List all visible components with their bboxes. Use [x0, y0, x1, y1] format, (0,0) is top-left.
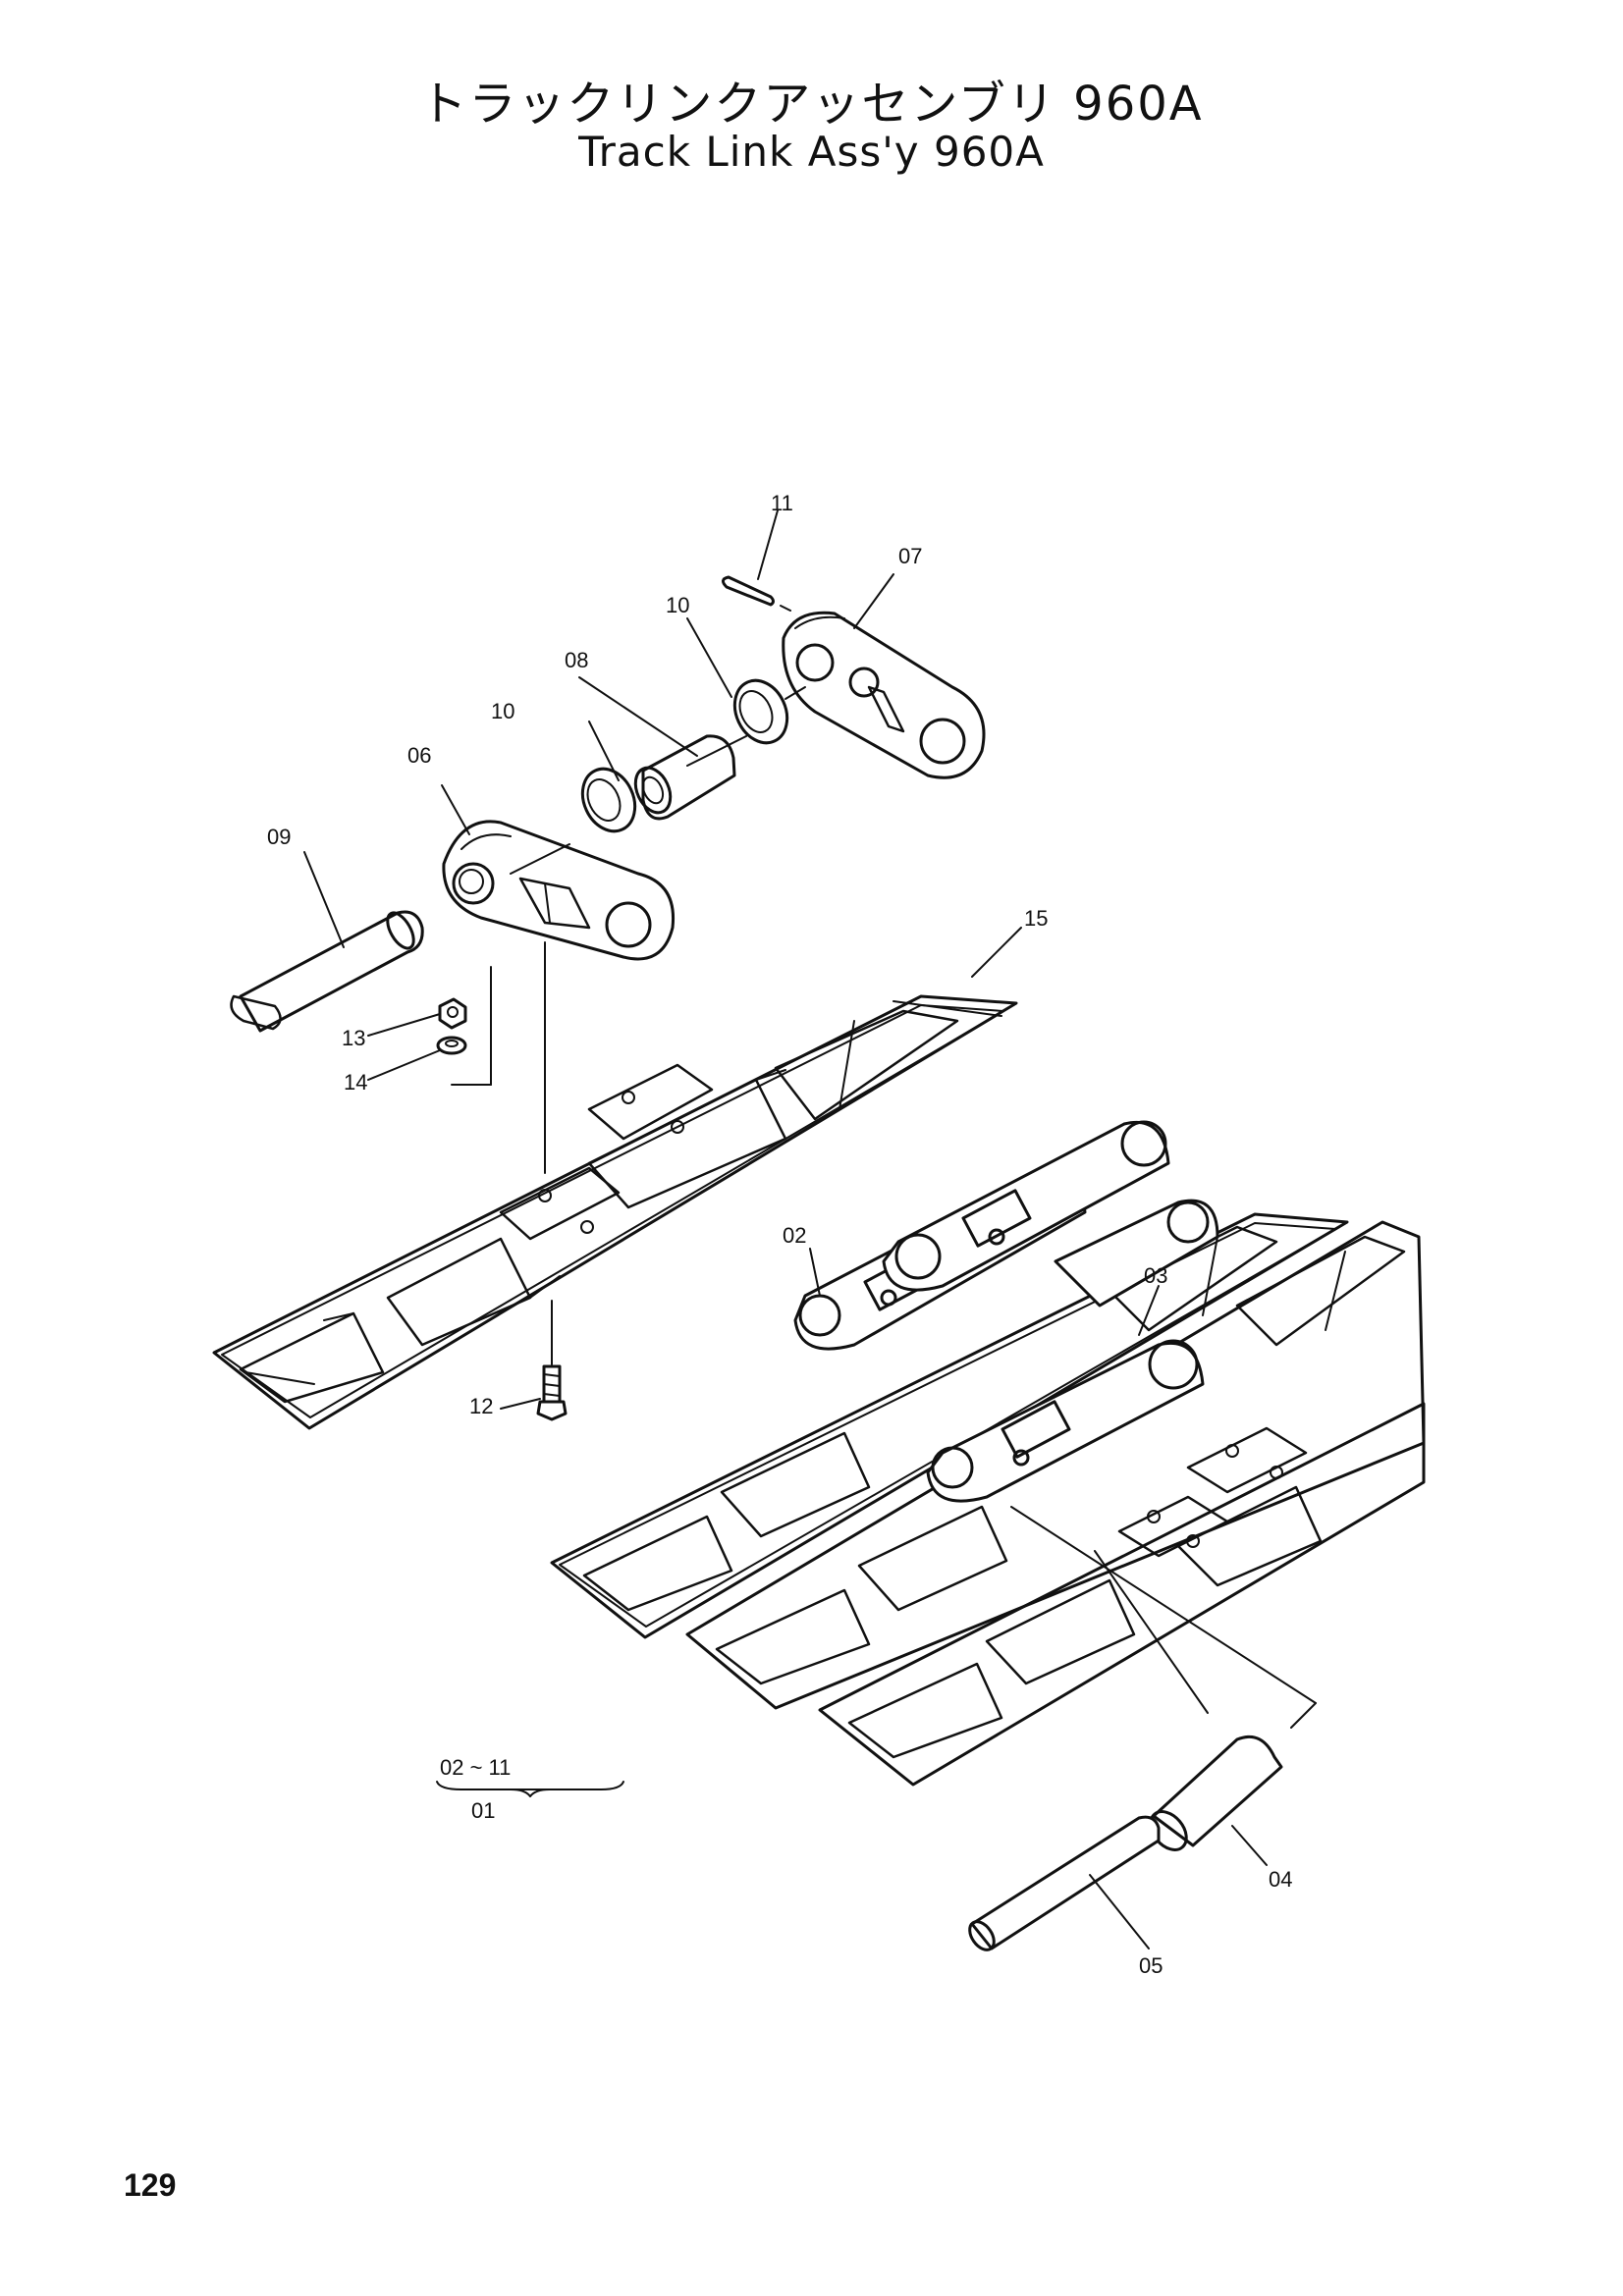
- track-shoe-lower-2: [685, 1220, 1426, 1710]
- callout-04: 04: [1269, 1867, 1292, 1892]
- callout-09: 09: [267, 825, 291, 849]
- track-shoe-upper: [212, 994, 1018, 1430]
- callout-11: 11: [771, 491, 793, 515]
- nut-13: [438, 997, 467, 1030]
- seal-10-upper: [732, 678, 789, 745]
- callout-08: 08: [565, 648, 588, 672]
- page-number: 129: [124, 2167, 177, 2203]
- pin-05: [968, 1815, 1161, 1951]
- assembled-track-link-rear: [882, 1120, 1170, 1292]
- callout-06: 06: [407, 743, 431, 768]
- callout-13: 13: [342, 1026, 365, 1050]
- callout-05: 05: [1139, 1953, 1163, 1978]
- callout-10-upper: 10: [666, 593, 689, 617]
- callout-07: 07: [898, 544, 922, 568]
- washer-14: [436, 1036, 467, 1055]
- callout-10-lower: 10: [491, 699, 514, 723]
- seal-10-lower: [580, 767, 637, 833]
- bushing-08: [633, 734, 736, 821]
- track-link-06: [442, 820, 676, 961]
- callout-15: 15: [1024, 906, 1048, 931]
- bushing-04: [1149, 1735, 1283, 1851]
- spring-pin-11: [722, 575, 775, 607]
- track-shoe-lower-1: [550, 1212, 1349, 1639]
- page-title-english: Track Link Ass'y 960A: [578, 128, 1045, 176]
- part-callouts: 02 03 04 05 06 07 08 09 10 10 11 12 13 1…: [267, 491, 1292, 1978]
- bolt-12: [536, 1364, 568, 1421]
- callout-14: 14: [344, 1070, 367, 1095]
- callout-02: 02: [783, 1223, 806, 1248]
- page-title-japanese: トラックリンクアッセンブリ 960A: [419, 77, 1204, 132]
- leader-lines: [303, 509, 1317, 1949]
- assembly-range-note: 02 ~ 11: [440, 1755, 511, 1780]
- callout-12: 12: [469, 1394, 493, 1418]
- track-link-07: [782, 611, 986, 779]
- pin-09: [230, 910, 424, 1033]
- assembled-track-link-03: [926, 1199, 1219, 1503]
- track-shoe-lower-3: [818, 1402, 1426, 1787]
- callout-03: 03: [1144, 1263, 1167, 1288]
- assembly-number-note: 01: [471, 1798, 495, 1823]
